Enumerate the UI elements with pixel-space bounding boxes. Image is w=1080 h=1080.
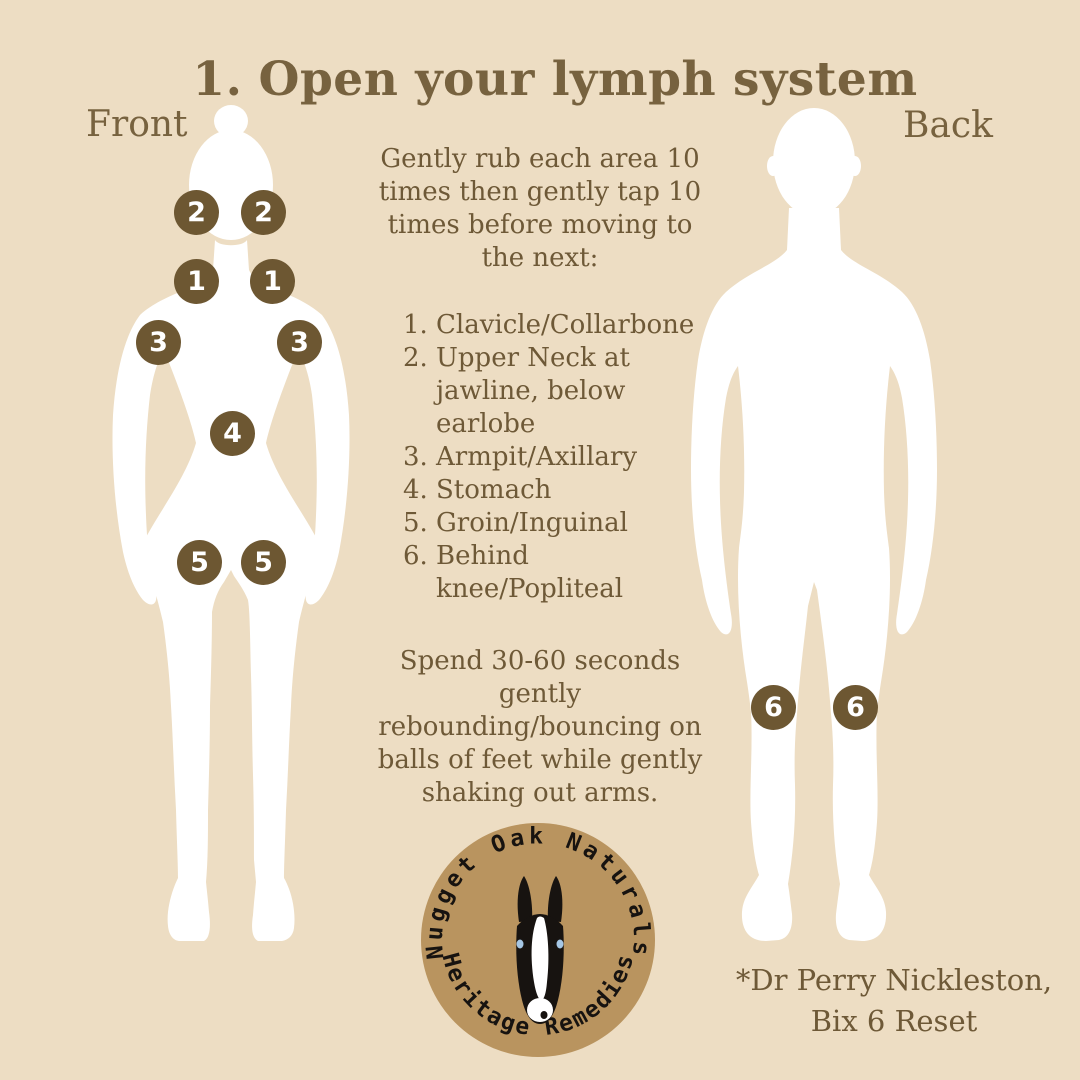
marker-upper-neck-right: 2 — [241, 190, 286, 235]
list-item-text: Behind knee/Popliteal — [436, 541, 624, 604]
back-label: Back — [903, 105, 993, 146]
marker-groin-right: 5 — [241, 540, 286, 585]
list-item: 1. Clavicle/Collarbone — [403, 309, 703, 342]
list-item: 4. Stomach — [403, 474, 703, 507]
brand-logo: Nugget Oak Naturals Heritage Remedies — [421, 823, 655, 1057]
marker-stomach: 4 — [210, 411, 255, 456]
female-front-silhouette — [112, 105, 350, 941]
marker-armpit-left: 3 — [136, 320, 181, 365]
male-back-silhouette — [691, 108, 937, 941]
marker-clavicle-left: 1 — [174, 259, 219, 304]
list-item-number: 1. — [403, 310, 428, 340]
list-item: 2. Upper Neck at jawline, below earlobe — [403, 342, 703, 441]
marker-upper-neck-left: 2 — [174, 190, 219, 235]
marker-armpit-right: 3 — [277, 320, 322, 365]
list-item-number: 6. — [403, 541, 428, 571]
list-item-text: Stomach — [436, 475, 552, 505]
horse-nostril — [540, 1011, 548, 1019]
outro-paragraph: Spend 30-60 seconds gently rebounding/bo… — [377, 646, 703, 808]
marker-groin-left: 5 — [177, 540, 222, 585]
page-title: 1. Open your lymph system — [30, 52, 1080, 107]
title-text: Open your lymph system — [258, 52, 918, 107]
attribution: *Dr Perry Nickleston, Bix 6 Reset — [729, 960, 1059, 1042]
lymph-steps-list: 1. Clavicle/Collarbone 2. Upper Neck at ja… — [403, 309, 703, 606]
marker-clavicle-right: 1 — [250, 259, 295, 304]
marker-behind-knee-right: 6 — [833, 685, 878, 730]
horse-eye-right — [556, 939, 564, 949]
horse-eye-left — [516, 939, 524, 949]
attribution-line-1: *Dr Perry Nickleston, — [735, 963, 1053, 997]
title-number: 1. — [192, 52, 243, 107]
list-item-number: 3. — [403, 442, 428, 472]
list-item-text: Clavicle/Collarbone — [436, 310, 695, 340]
list-item: 5. Groin/Inguinal — [403, 507, 703, 540]
marker-behind-knee-left: 6 — [751, 685, 796, 730]
list-item-number: 4. — [403, 475, 428, 505]
horse-head-icon — [516, 876, 564, 1024]
list-item-text: Armpit/Axillary — [436, 442, 638, 472]
front-label: Front — [86, 104, 188, 145]
list-item-number: 5. — [403, 508, 428, 538]
list-item: 6. Behind knee/Popliteal — [403, 540, 703, 606]
list-item: 3. Armpit/Axillary — [403, 441, 703, 474]
list-item-text: Upper Neck at jawline, below earlobe — [436, 343, 630, 439]
list-item-text: Groin/Inguinal — [436, 508, 628, 538]
intro-paragraph: Gently rub each area 10 times then gentl… — [378, 144, 702, 273]
attribution-line-2: Bix 6 Reset — [810, 1004, 978, 1038]
list-item-number: 2. — [403, 343, 428, 373]
